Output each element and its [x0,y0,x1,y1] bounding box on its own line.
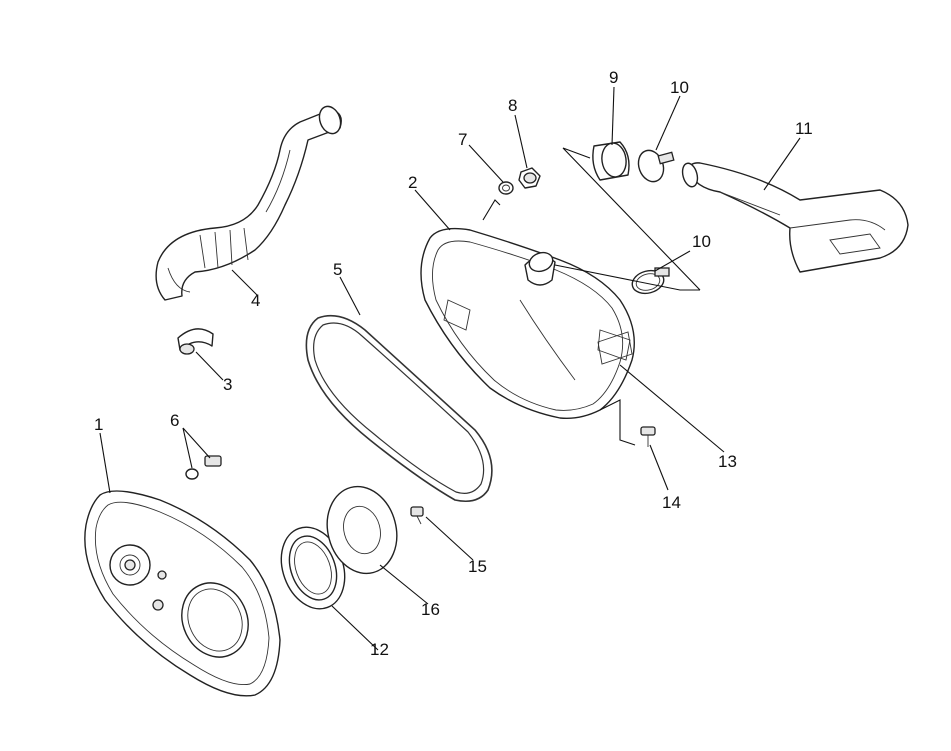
callout-13: 13 [718,452,737,471]
bracket-lines [482,147,701,446]
hose-clamp-icon [637,149,675,183]
hose-clamp-icon [177,328,214,355]
inner-clutch-cover-icon [420,227,635,420]
callout-labels: 1 2 3 4 5 6 7 8 9 10 10 11 12 13 14 15 1… [94,68,813,659]
callout-12: 12 [370,640,389,659]
boot-adapter-icon [592,141,630,181]
gasket-icon [597,331,633,365]
screw-washer-icon [185,455,222,480]
drive-belt-icon [305,314,493,503]
callout-10-upper: 10 [670,78,689,97]
callout-6: 6 [170,411,179,430]
outer-clutch-cover-icon [84,490,281,697]
callout-10-lower: 10 [692,232,711,251]
callout-14: 14 [662,493,681,512]
callout-8: 8 [508,96,517,115]
leader-lines [99,86,801,651]
drain-plug-icon [518,167,541,189]
callout-15: 15 [468,557,487,576]
callout-1: 1 [94,415,103,434]
screw-icon [640,426,656,447]
air-intake-duct-icon [681,162,909,273]
callout-7: 7 [458,130,467,149]
callout-11: 11 [795,119,813,138]
callout-3: 3 [223,375,232,394]
intake-duct-hose-icon [155,105,342,301]
callout-2: 2 [408,173,417,192]
callout-4: 4 [251,291,260,310]
screw-icon [410,506,424,525]
o-ring-icon [498,181,514,195]
callout-9: 9 [609,68,618,87]
hose-clamp-icon [631,267,670,295]
seal-ring-icon [280,526,346,610]
callout-16: 16 [421,600,440,619]
retainer-plate-icon [326,485,398,575]
callout-5: 5 [333,260,342,279]
